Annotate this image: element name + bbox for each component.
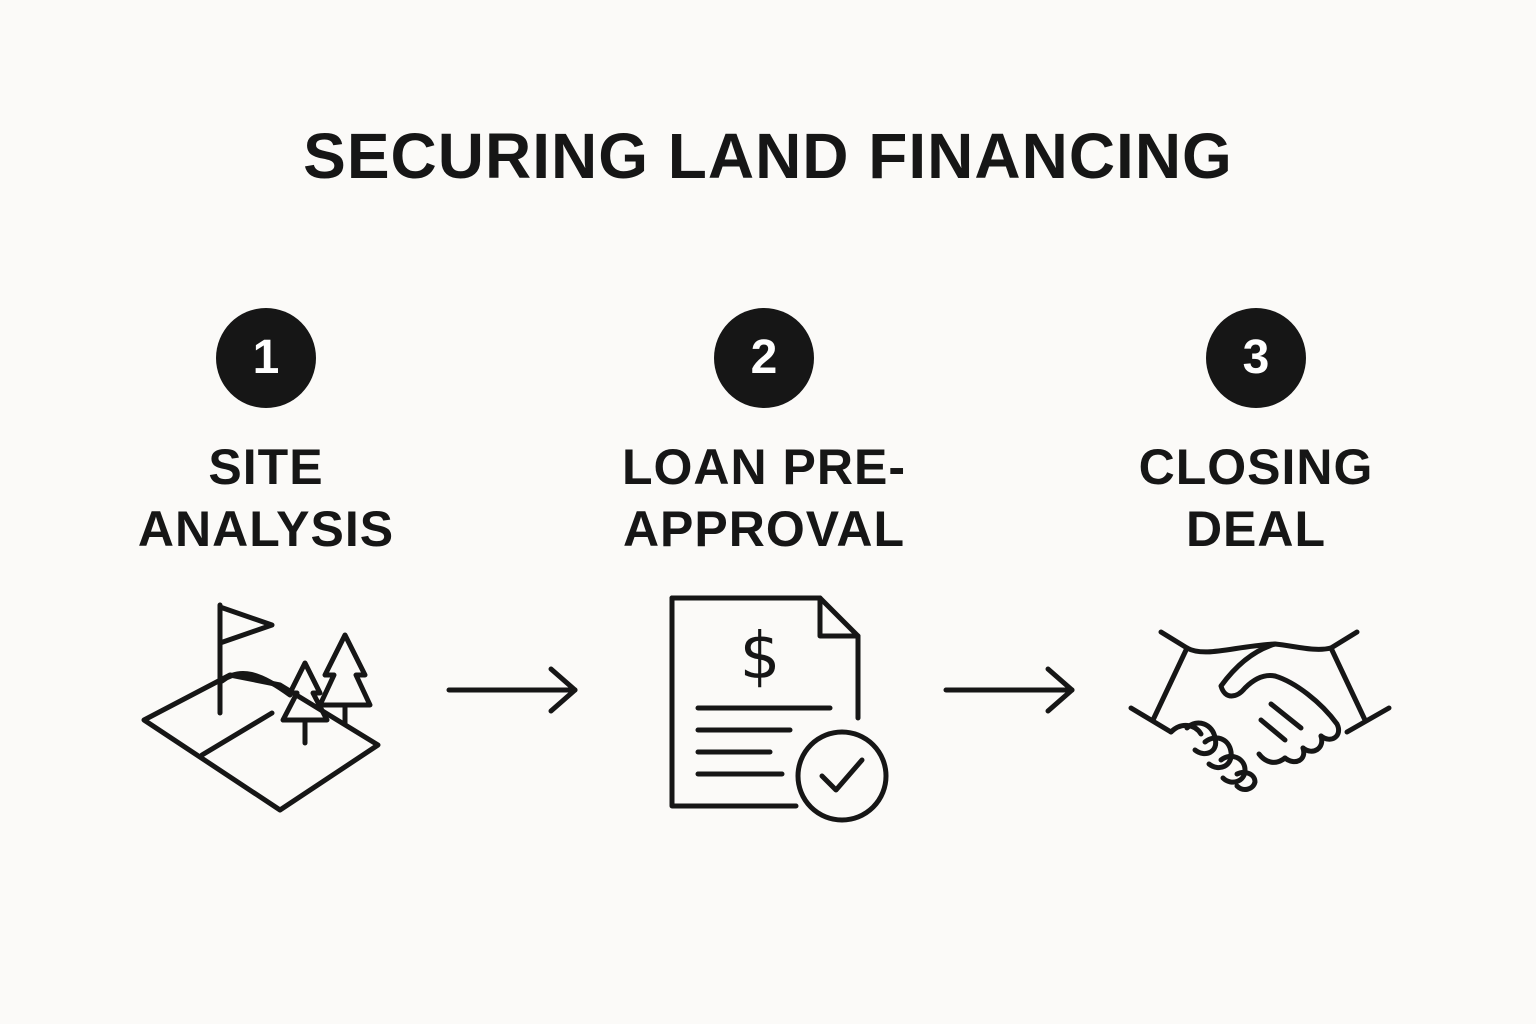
loan-document-check-icon: $ <box>669 595 889 823</box>
step-number-badge: 2 <box>714 308 814 408</box>
step-closing-deal: 3 CLOSING DEAL <box>1086 308 1426 560</box>
step-site-analysis: 1 SITE ANALYSIS <box>96 308 436 560</box>
step-number-badge: 3 <box>1206 308 1306 408</box>
handshake-icon <box>1128 629 1392 792</box>
step-label: SITE ANALYSIS <box>137 439 395 557</box>
step-loan-pre-approval: 2 LOAN PRE- APPROVAL <box>594 308 934 560</box>
dollar-icon: $ <box>740 620 781 694</box>
step-label: CLOSING DEAL <box>1138 439 1374 557</box>
arrow-right-icon <box>943 666 1075 714</box>
step-number-badge: 1 <box>216 308 316 408</box>
step-label: LOAN PRE- APPROVAL <box>622 439 906 557</box>
diagram-title: SECURING LAND FINANCING <box>303 120 1233 192</box>
arrow-right-icon <box>446 666 578 714</box>
land-plot-flag-trees-icon <box>141 602 381 813</box>
